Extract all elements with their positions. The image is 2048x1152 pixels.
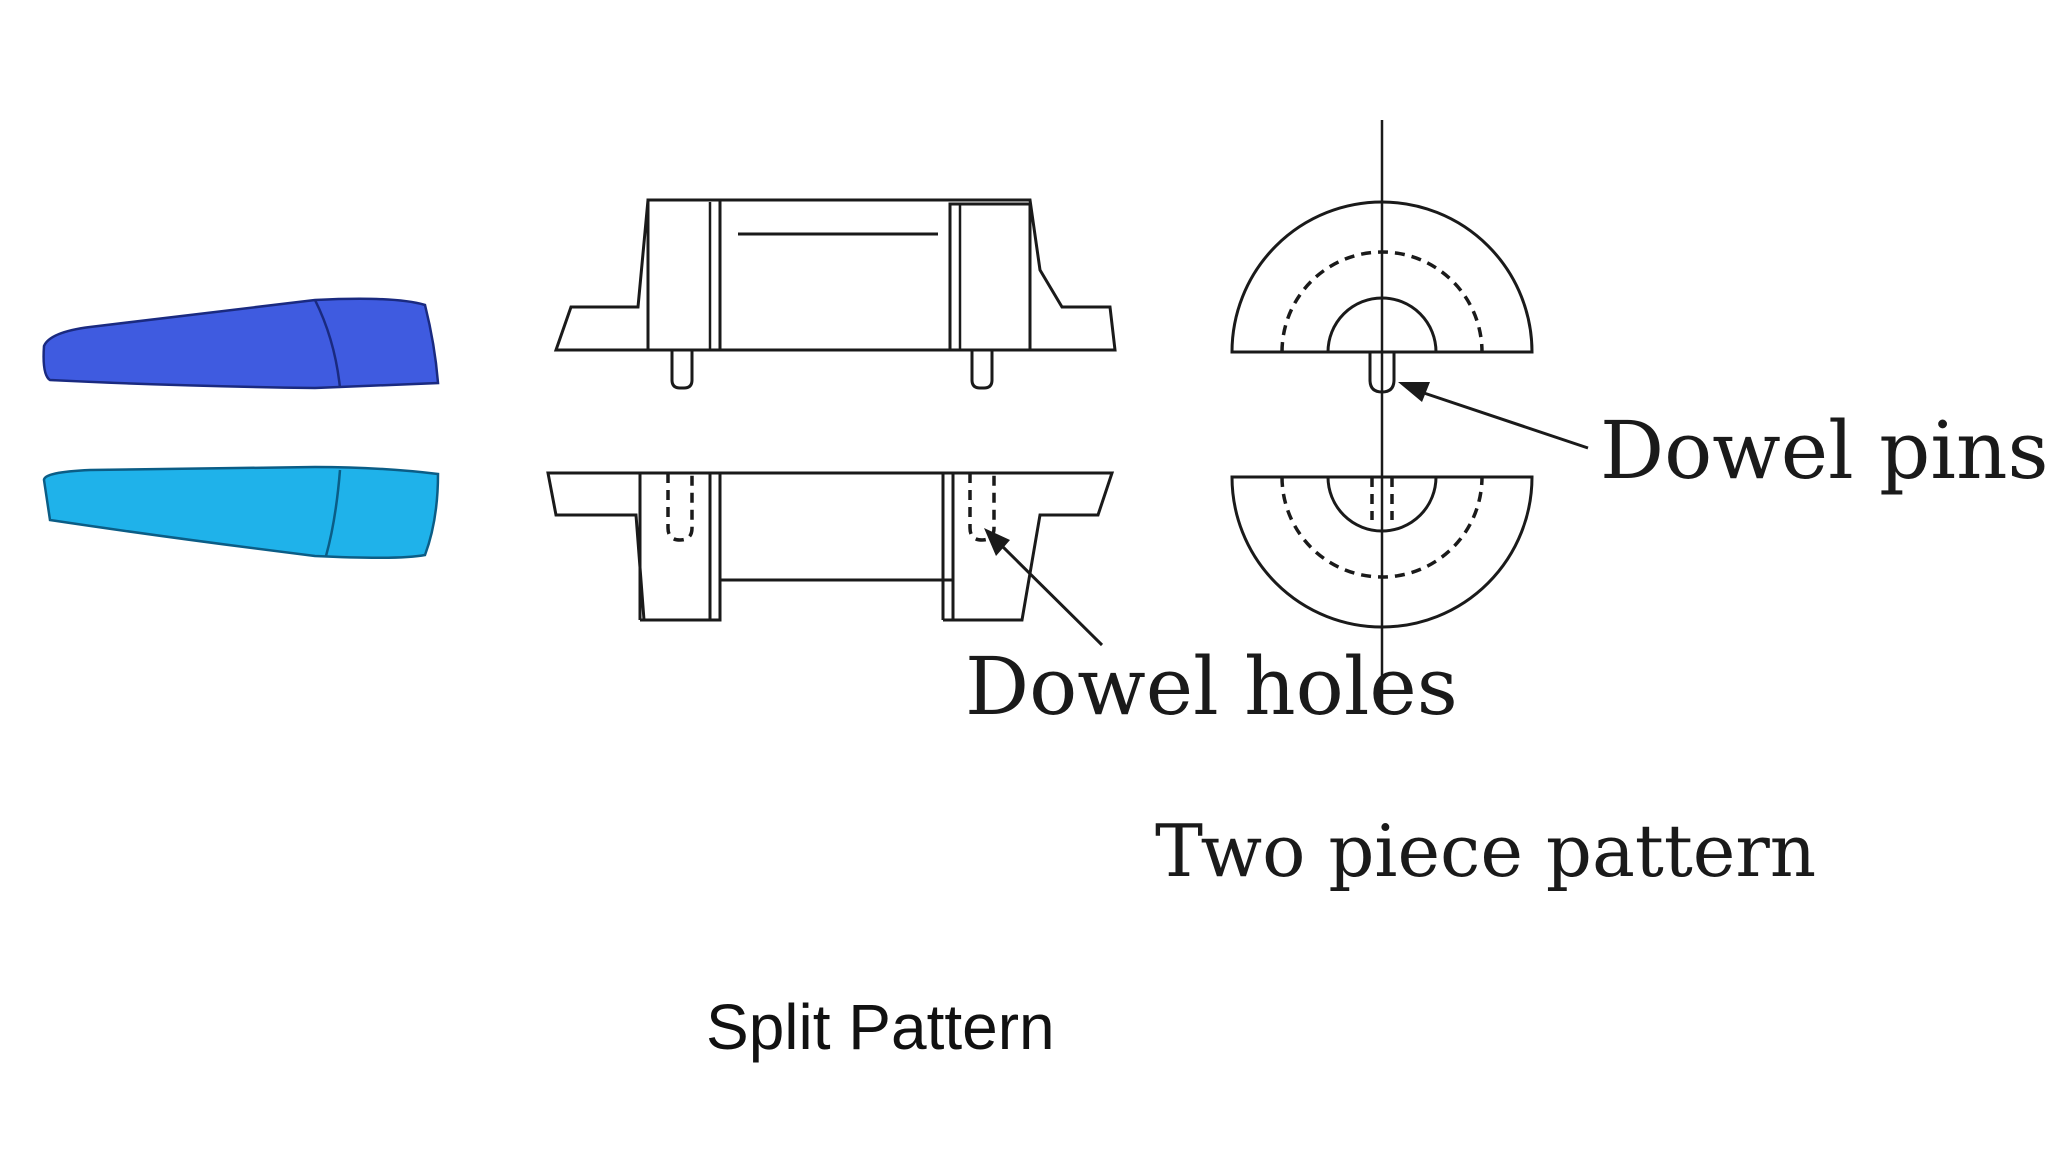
- lower-pattern-half: [42, 465, 440, 560]
- side-view-upper-half: [553, 198, 1117, 390]
- two-piece-pattern-label: Two piece pattern: [1155, 809, 1816, 893]
- dowel-hole-left: [666, 473, 694, 542]
- arrow-dowel-pins: [1398, 382, 1589, 450]
- pattern-3d-halves: [42, 297, 440, 560]
- side-view-lower-half: [546, 471, 1115, 622]
- lower-pattern-edge: [324, 469, 342, 557]
- arrow-dowel-holes: [984, 528, 1104, 647]
- dowel-pin-end: [1368, 352, 1396, 394]
- upper-pattern-half: [42, 297, 440, 390]
- dowel-pins-label: Dowel pins: [1600, 404, 2048, 497]
- dowel-holes-label: Dowel holes: [965, 640, 1458, 733]
- dowel-pin-right: [970, 350, 994, 390]
- dowel-pin-left: [670, 350, 694, 390]
- dowel-hole-right: [968, 473, 996, 542]
- dowel-hole-end: [1370, 477, 1394, 520]
- upper-pattern-edge: [313, 299, 342, 389]
- end-view: [1230, 120, 1534, 710]
- slide-caption: Split Pattern: [706, 991, 1055, 1063]
